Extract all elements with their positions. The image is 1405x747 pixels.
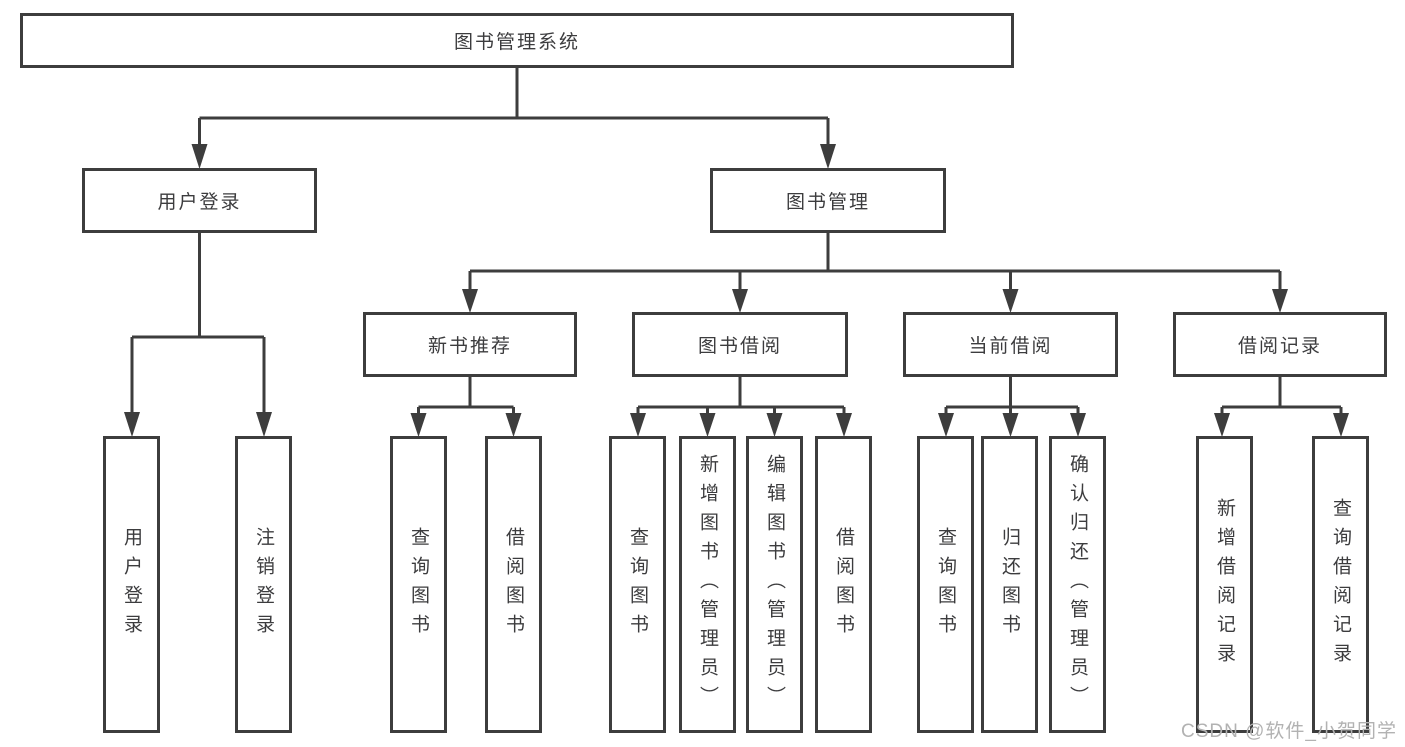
node-label: 图书管理系统 — [453, 32, 580, 53]
arrowhead-icon — [1002, 413, 1019, 437]
node-label: 图书借阅 — [697, 336, 782, 357]
node-query-borrow-record: 查询借阅记录 — [1312, 436, 1369, 733]
connector-login-to-leaves — [124, 233, 272, 437]
node-label: 借阅图书 — [503, 526, 524, 643]
node-label: 图书管理 — [785, 192, 870, 213]
node-borrow-books-recommend: 借阅图书 — [485, 436, 542, 733]
node-add-book-admin: 新增图书（管理员） — [679, 436, 736, 733]
connector-recommend-to-leaves — [410, 377, 522, 437]
node-label: 新增借阅记录 — [1214, 497, 1235, 672]
arrowhead-icon — [1214, 413, 1230, 437]
node-query-books-current: 查询图书 — [917, 436, 974, 733]
arrowhead-icon — [191, 144, 208, 169]
node-label: 借阅图书 — [833, 526, 854, 643]
node-query-books-borrow: 查询图书 — [609, 436, 666, 733]
connector-current-to-leaves — [938, 377, 1086, 437]
node-edit-book-admin: 编辑图书（管理员） — [746, 436, 803, 733]
arrowhead-icon — [766, 413, 783, 437]
node-label: 当前借阅 — [968, 336, 1053, 357]
node-add-borrow-record: 新增借阅记录 — [1196, 436, 1253, 733]
node-current-borrowing: 当前借阅 — [903, 312, 1118, 377]
node-label: 确认归还（管理员） — [1067, 454, 1088, 715]
node-label: 归还图书 — [999, 526, 1020, 643]
node-user-login-branch: 用户登录 — [82, 168, 317, 233]
node-logout-leaf: 注销登录 — [235, 436, 292, 733]
node-label: 用户登录 — [121, 526, 142, 643]
node-new-book-recommend: 新书推荐 — [363, 312, 577, 377]
node-label: 查询借阅记录 — [1330, 497, 1351, 672]
node-book-borrowing: 图书借阅 — [632, 312, 848, 377]
arrowhead-icon — [124, 412, 140, 437]
arrowhead-icon — [938, 413, 954, 437]
arrowhead-icon — [1002, 289, 1019, 313]
connector-records-to-leaves — [1214, 377, 1349, 437]
arrowhead-icon — [699, 413, 716, 437]
node-label: 查询图书 — [935, 526, 956, 643]
node-query-books-recommend: 查询图书 — [390, 436, 447, 733]
arrowhead-icon — [462, 289, 478, 313]
node-borrow-books-leaf: 借阅图书 — [815, 436, 872, 733]
node-book-management-branch: 图书管理 — [710, 168, 946, 233]
arrowhead-icon — [256, 412, 272, 437]
arrowhead-icon — [820, 144, 836, 169]
node-return-book: 归还图书 — [981, 436, 1038, 733]
node-label: 查询图书 — [627, 526, 648, 643]
arrowhead-icon — [410, 413, 427, 437]
arrowhead-icon — [836, 413, 852, 437]
connector-manage-to-level3 — [462, 233, 1288, 313]
node-borrowing-records: 借阅记录 — [1173, 312, 1387, 377]
arrowhead-icon — [1333, 413, 1349, 437]
arrowhead-icon — [732, 289, 748, 313]
csdn-watermark: CSDN @软件_小贺同学 — [1181, 721, 1397, 742]
node-label: 注销登录 — [253, 526, 274, 643]
connector-borrow-to-leaves — [630, 377, 852, 437]
arrowhead-icon — [1070, 413, 1086, 437]
arrowhead-icon — [505, 413, 522, 437]
node-label: 新增图书（管理员） — [697, 454, 718, 715]
arrowhead-icon — [1272, 289, 1288, 313]
node-label: 新书推荐 — [427, 336, 512, 357]
node-label: 借阅记录 — [1237, 336, 1322, 357]
node-confirm-return-admin: 确认归还（管理员） — [1049, 436, 1106, 733]
node-label: 用户登录 — [157, 192, 242, 213]
node-user-login-leaf: 用户登录 — [103, 436, 160, 733]
connector-root-to-level2 — [191, 68, 836, 169]
node-library-management-system: 图书管理系统 — [20, 13, 1014, 68]
node-label: 编辑图书（管理员） — [764, 454, 785, 715]
node-label: 查询图书 — [408, 526, 429, 643]
arrowhead-icon — [630, 413, 646, 437]
